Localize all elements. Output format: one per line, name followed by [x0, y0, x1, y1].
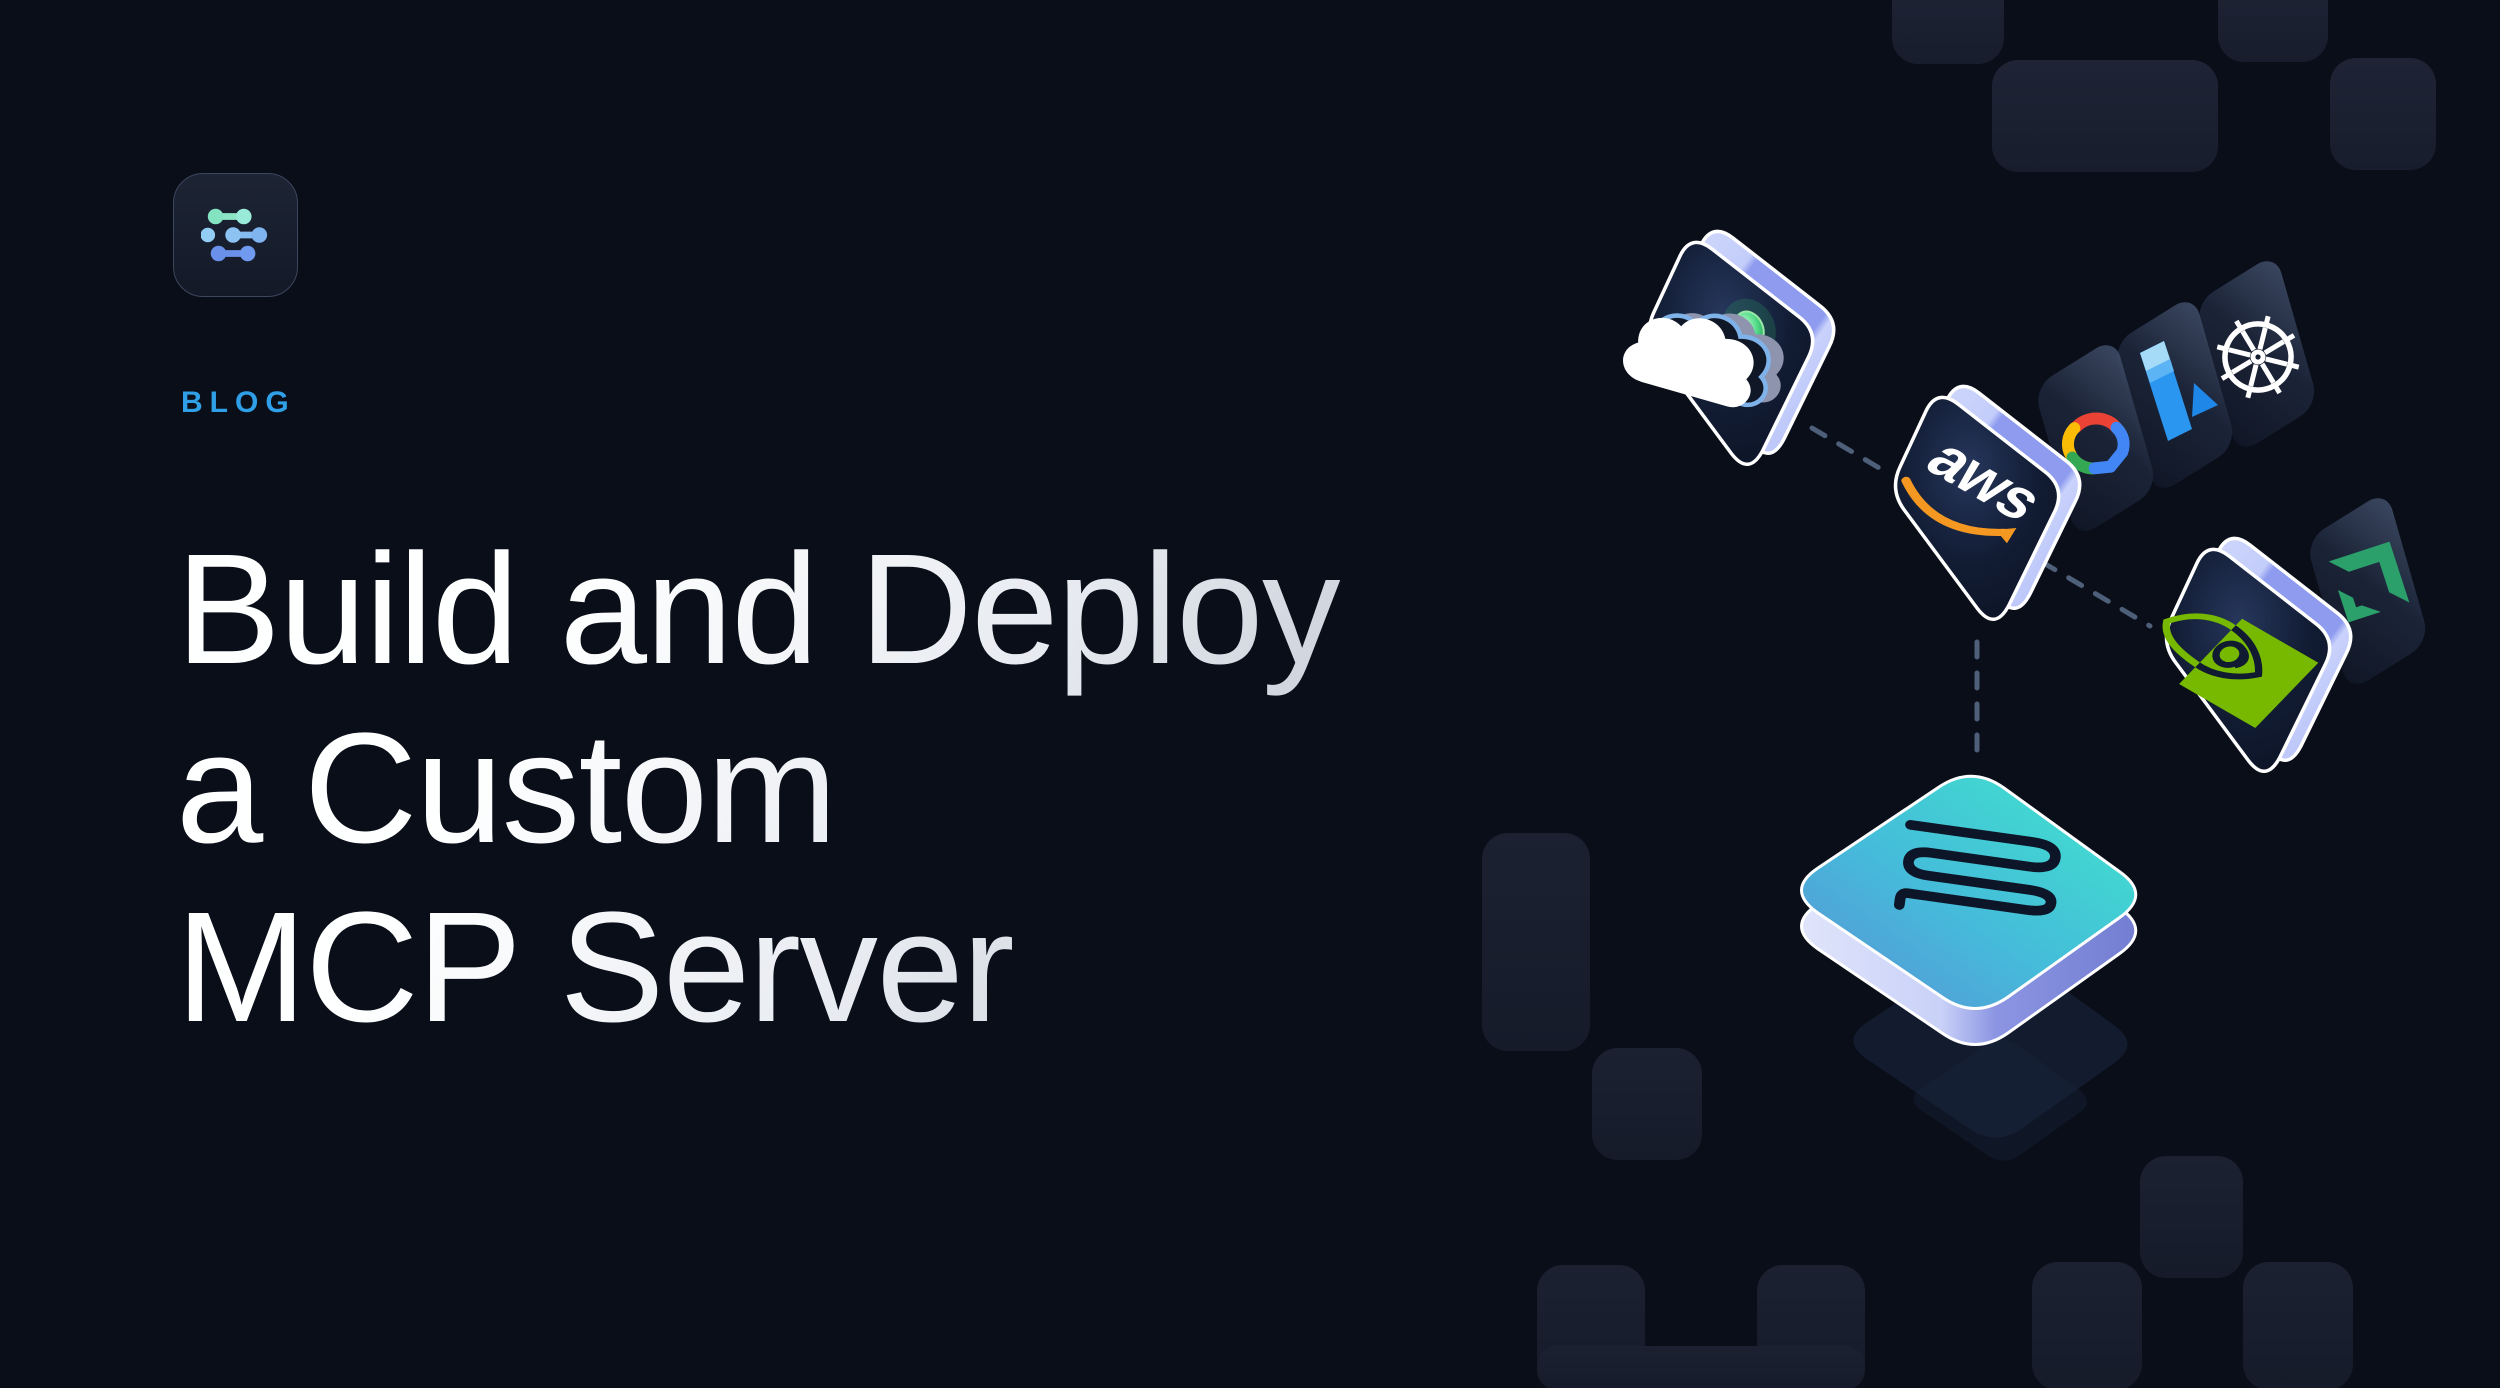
eyebrow-blog-label: BLOG: [181, 386, 296, 419]
decor-top-right-3: [2218, 0, 2328, 62]
connector-cloud-to-aws: [1809, 425, 1889, 475]
decor-top-right-1: [1892, 0, 2004, 64]
dashed-connectors: [1809, 425, 2153, 760]
cloud-tile: [1618, 229, 1836, 467]
decor-tower: [2140, 1156, 2243, 1278]
decor-top-right-2: [1992, 60, 2218, 172]
decor-leg-right: [2243, 1262, 2353, 1388]
decor-zshape-top: [1482, 833, 1590, 1051]
baseten-squiggle-logo: [1893, 820, 2061, 916]
nvidia-logo: [2162, 613, 2319, 729]
decor-zshape-bottom: [1592, 1048, 1702, 1160]
connector-aws-to-nvidia: [2039, 559, 2153, 629]
decor-top-right-4: [2330, 58, 2436, 170]
nvidia-tile: [2162, 536, 2353, 774]
aws-tile: aws: [1893, 384, 2082, 622]
brand-logo-button[interactable]: [173, 173, 298, 297]
decor-u-joiner: [1537, 1346, 1865, 1388]
kubernetes-icon: [2216, 315, 2300, 399]
decor-leg-left: [2032, 1262, 2142, 1388]
hub-cube: [1800, 774, 2138, 1161]
lambda-logo-icon: [2140, 341, 2218, 441]
baseten-nodes-icon: [200, 208, 267, 262]
amd-arrow-icon: [2328, 541, 2410, 623]
google-cloud-icon: [2061, 412, 2130, 475]
